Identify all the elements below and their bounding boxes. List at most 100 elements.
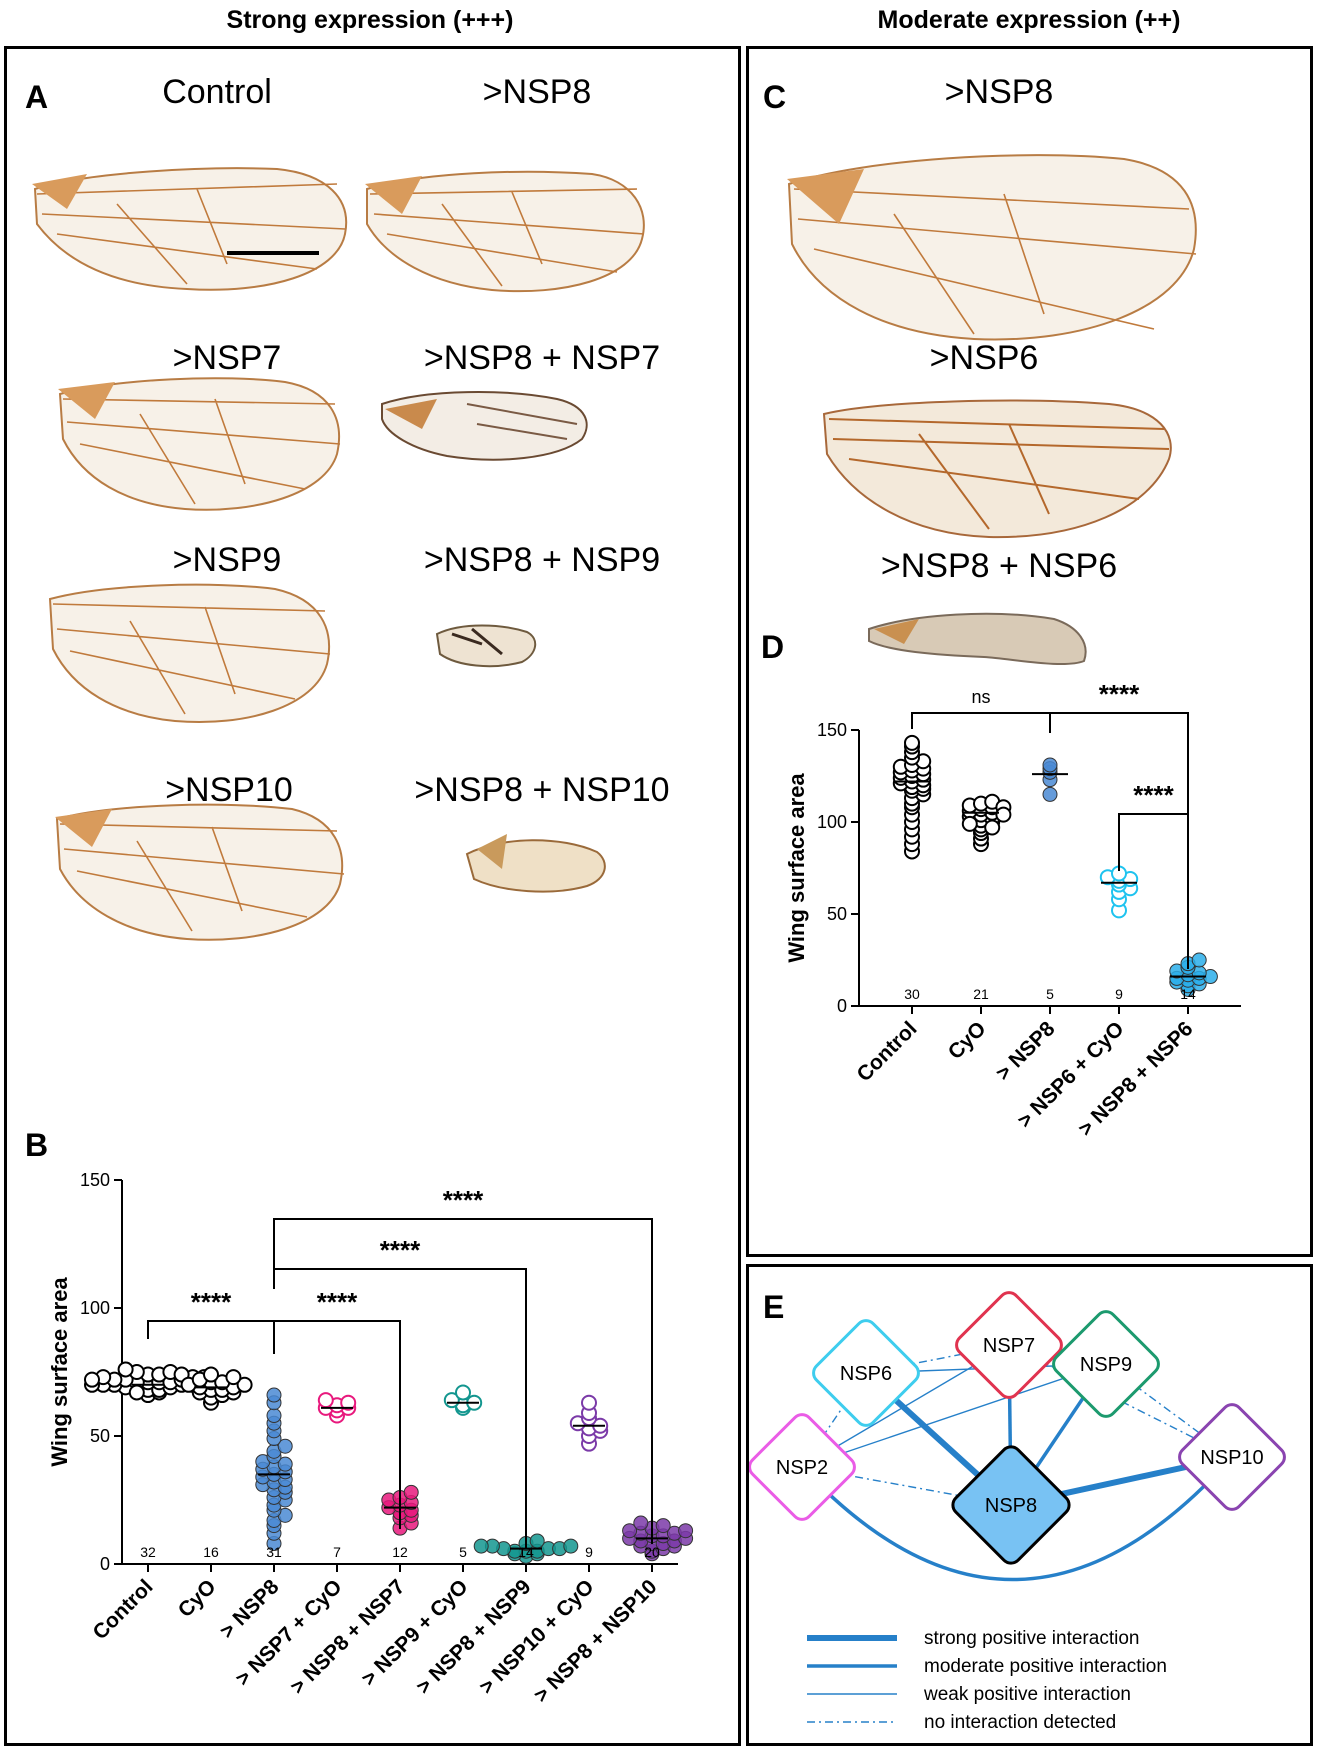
n-label: 14: [518, 1544, 534, 1560]
n-label: 21: [973, 986, 989, 1002]
series-nsp6-cyo: [1099, 865, 1139, 919]
x-tick-label-nsp10-cyo: > NSP10 + CyO: [475, 1575, 599, 1699]
series-nsp8-nsp10: [622, 1515, 694, 1562]
comparison-bracket: [273, 1320, 401, 1529]
n-label: 7: [333, 1544, 341, 1560]
data-point: [984, 819, 1001, 836]
y-tick-label: 150: [80, 1170, 110, 1190]
x-tick-label-cyo: CyO: [944, 1017, 991, 1064]
panel-label-b: B: [25, 1127, 49, 1163]
y-axis-title: Wing surface area: [784, 773, 809, 963]
data-point: [961, 815, 978, 832]
data-point: [225, 1369, 242, 1386]
series-nsp7-cyo: [317, 1392, 357, 1424]
data-point: [403, 1484, 419, 1500]
comparison-bracket: [1118, 813, 1189, 964]
node-nsp10: NSP10: [1178, 1403, 1286, 1511]
data-point: [236, 1376, 253, 1393]
node-label: NSP2: [776, 1457, 828, 1479]
wing-image-nsp10: [55, 803, 345, 941]
panel-label-c: C: [763, 79, 787, 115]
data-point: [277, 1438, 293, 1454]
wing-image-control: [32, 167, 348, 291]
data-point: [473, 1538, 489, 1554]
node-nsp2: NSP2: [749, 1413, 856, 1521]
data-point: [581, 1394, 597, 1411]
panel-label-a: A: [25, 79, 49, 115]
data-point: [1191, 952, 1207, 968]
edge-nsp2-nsp10: [800, 1455, 1234, 1582]
comparison-bracket: [911, 712, 1051, 733]
data-point: [655, 1518, 671, 1534]
series-nsp8: [255, 1387, 293, 1552]
data-point: [1042, 757, 1058, 773]
wing-label-nsp8: >NSP8: [482, 73, 592, 111]
node-shape: [812, 1319, 920, 1427]
wing-label-nsp8-nsp10: >NSP8 + NSP10: [414, 771, 670, 809]
series-cyo: [961, 793, 1012, 853]
panel-label-d: D: [761, 629, 785, 665]
wing-label-nsp7: >NSP7: [172, 339, 282, 377]
series-nsp9-cyo: [443, 1384, 483, 1416]
y-tick-label: 0: [100, 1554, 110, 1574]
x-tick-label-nsp8-nsp10: > NSP8 + NSP10: [530, 1575, 662, 1707]
data-point: [622, 1523, 638, 1539]
wing-label-control: Control: [162, 73, 272, 111]
x-tick-label-control: Control: [852, 1017, 921, 1086]
data-point: [995, 806, 1012, 823]
x-tick-label-nsp8: > NSP8: [992, 1017, 1060, 1085]
node-shape: [951, 1445, 1071, 1565]
node-label: NSP10: [1200, 1447, 1263, 1469]
node-nsp7: NSP7: [955, 1291, 1063, 1399]
significance-label: ns: [971, 687, 990, 707]
legend-label-weak: weak positive interaction: [923, 1684, 1131, 1705]
node-label: NSP8: [985, 1495, 1037, 1517]
node-shape: [955, 1291, 1063, 1399]
wing-image-c-nsp8-nsp6: [868, 612, 1087, 666]
significance-label: ****: [317, 1287, 358, 1317]
y-axis-title: Wing surface area: [47, 1277, 72, 1467]
node-nsp8: NSP8: [951, 1445, 1071, 1565]
edge-nsp2-nsp9: [801, 1363, 1107, 1468]
comparison-bracket: [273, 1218, 653, 1544]
wing-image-nsp9: [48, 583, 331, 723]
node-label: NSP6: [840, 1363, 892, 1385]
wing-label-nsp8-nsp7: >NSP8 + NSP7: [423, 339, 661, 377]
data-point: [633, 1515, 649, 1531]
wing-label-nsp9: >NSP9: [172, 541, 282, 579]
series-nsp8-nsp9: [473, 1533, 579, 1564]
n-label: 16: [203, 1544, 219, 1560]
x-tick-label-nsp8-nsp7: > NSP8 + NSP7: [286, 1575, 410, 1699]
legend-label-moderate: moderate positive interaction: [924, 1656, 1167, 1677]
n-label: 9: [585, 1544, 593, 1560]
node-nsp9: NSP9: [1052, 1310, 1160, 1418]
wing-image-nsp8: [365, 170, 645, 293]
n-label: 5: [459, 1544, 467, 1560]
data-point: [678, 1523, 694, 1539]
panel-left: A Control >NSP8 >NSP7 >NSP8 + NSP7 >NSP9…: [4, 46, 741, 1746]
n-label: 14: [1180, 986, 1196, 1002]
wing-label-nsp10: >NSP10: [165, 771, 293, 809]
n-label: 30: [904, 986, 920, 1002]
y-tick-label: 100: [80, 1298, 110, 1318]
x-tick-label-control: Control: [88, 1575, 157, 1644]
n-label: 20: [644, 1544, 660, 1560]
n-label: 31: [266, 1544, 282, 1560]
n-label: 9: [1115, 986, 1123, 1002]
significance-label: ****: [191, 1287, 232, 1317]
wing-image-c-nsp8: [787, 154, 1197, 341]
data-point: [455, 1384, 471, 1401]
x-tick-label-nsp7-cyo: > NSP7 + CyO: [231, 1575, 346, 1690]
data-point: [904, 734, 920, 751]
series-control: [892, 734, 932, 860]
node-shape: [749, 1413, 856, 1521]
panel-label-e: E: [763, 1289, 785, 1325]
node-nsp6: NSP6: [812, 1319, 920, 1427]
wing-label-c-nsp8-nsp6: >NSP8 + NSP6: [880, 547, 1118, 585]
data-point: [563, 1538, 579, 1554]
node-label: NSP9: [1080, 1354, 1132, 1376]
